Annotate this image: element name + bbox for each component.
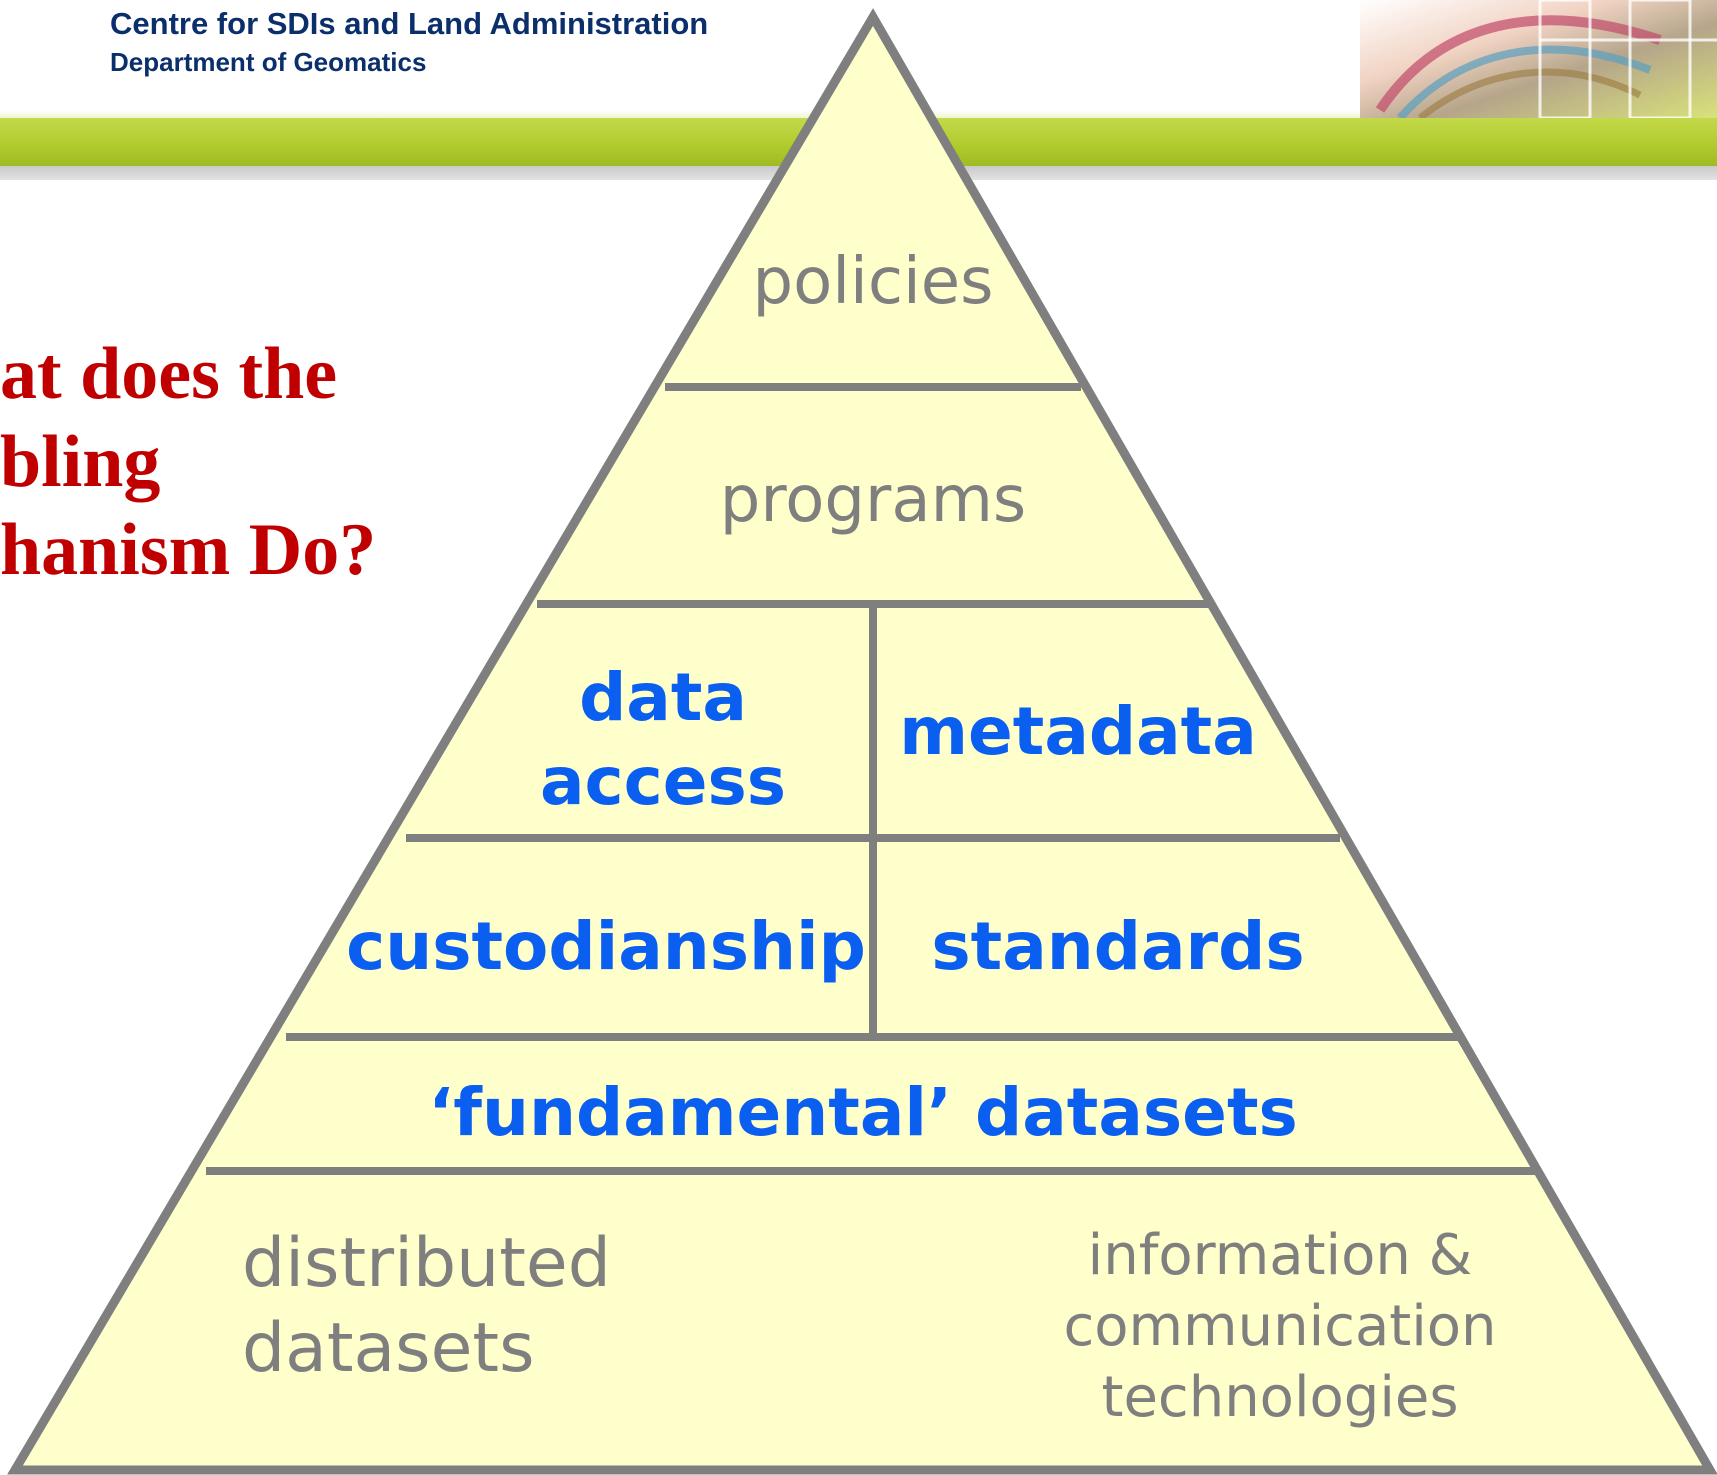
department-name: Department of Geomatics — [110, 47, 427, 77]
data-access-label-line-2: access — [540, 743, 786, 820]
custodianship-label: custodianship — [346, 908, 866, 985]
slide-title: at does the bling hanism Do? — [0, 330, 376, 594]
data-access-label-line-1: data — [579, 659, 747, 736]
org-header: Centre for SDIs and Land Administration … — [110, 4, 708, 80]
header-logo-image — [1360, 0, 1717, 118]
fundamental-datasets-label: ‘fundamental’ datasets — [428, 1074, 1298, 1151]
distributed-datasets-label-line-2: datasets — [242, 1309, 535, 1388]
metadata-label: metadata — [899, 693, 1257, 770]
tier-programs-label: programs — [720, 463, 1027, 537]
slide-title-line-1: at does the — [0, 333, 338, 415]
standards-label: standards — [931, 908, 1304, 985]
slide-title-line-2: bling — [0, 421, 161, 503]
ict-label-line-3: technologies — [1102, 1365, 1459, 1430]
pyramid-body — [7, 8, 1717, 1475]
distributed-datasets-label-line-1: distributed — [242, 1224, 611, 1303]
org-name: Centre for SDIs and Land Administration — [110, 6, 709, 41]
ict-label-line-1: information & — [1088, 1223, 1473, 1288]
slide-title-line-3: hanism Do? — [0, 509, 377, 591]
tier-policies-label: policies — [752, 245, 993, 319]
ict-label-line-2: communication — [1063, 1294, 1496, 1359]
